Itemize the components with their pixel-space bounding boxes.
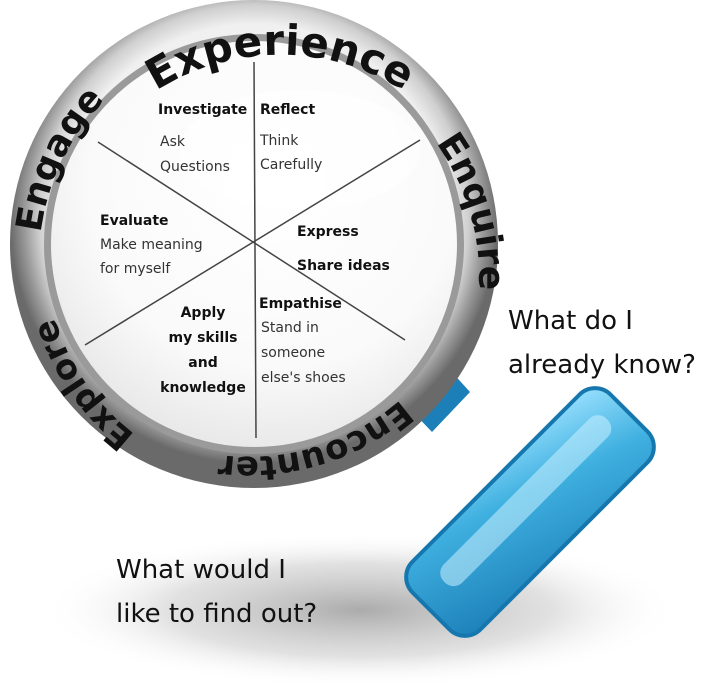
question-already-know-line-2: already know? [508, 350, 696, 380]
divider-vertical [253, 61, 257, 439]
segment-reflect-title: Reflect [260, 102, 315, 118]
segment-apply-line-3: knowledge [160, 380, 246, 396]
handle-highlight [440, 415, 612, 587]
segment-apply: Apply my skills and knowledge [160, 305, 246, 396]
question-find-out-line-2: like to find out? [116, 599, 318, 629]
segment-investigate-line-2: Questions [160, 159, 230, 175]
question-find-out: What would I like to find out? [116, 548, 317, 636]
lens-glare [180, 90, 420, 210]
question-already-know-line-1: What do I [508, 306, 633, 336]
segment-evaluate: Evaluate Make meaning for myself [100, 213, 203, 277]
segment-investigate-title: Investigate [158, 102, 247, 118]
segment-express: Express Share ideas [297, 224, 390, 274]
segment-apply-title: Apply [181, 305, 226, 321]
segment-evaluate-title: Evaluate [100, 213, 169, 229]
segment-investigate: Investigate Ask Questions [158, 102, 247, 175]
segment-evaluate-line-1: Make meaning [100, 237, 203, 253]
segment-evaluate-line-2: for myself [100, 261, 171, 277]
question-find-out-line-1: What would I [116, 555, 286, 585]
segment-apply-line-1: my skills [169, 330, 238, 346]
segment-express-title: Express [297, 224, 359, 240]
segment-empathise-title: Empathise [259, 296, 342, 312]
divider-diagonal-b [84, 139, 421, 346]
segment-reflect: Reflect Think Carefully [259, 102, 322, 173]
segment-empathise-line-3: else's shoes [261, 370, 346, 386]
divider-diagonal-a [97, 141, 406, 341]
segment-express-line-1: Share ideas [297, 258, 390, 274]
segment-apply-line-2: and [188, 355, 217, 371]
question-already-know: What do I already know? [508, 299, 696, 387]
segment-empathise: Empathise Stand in someone else's shoes [259, 296, 346, 386]
segment-empathise-line-1: Stand in [261, 320, 319, 336]
segment-reflect-line-2: Carefully [260, 157, 322, 173]
segment-investigate-line-1: Ask [160, 134, 186, 150]
segment-reflect-line-1: Think [259, 133, 299, 149]
segment-empathise-line-2: someone [261, 345, 325, 361]
segment-dividers [84, 61, 421, 439]
